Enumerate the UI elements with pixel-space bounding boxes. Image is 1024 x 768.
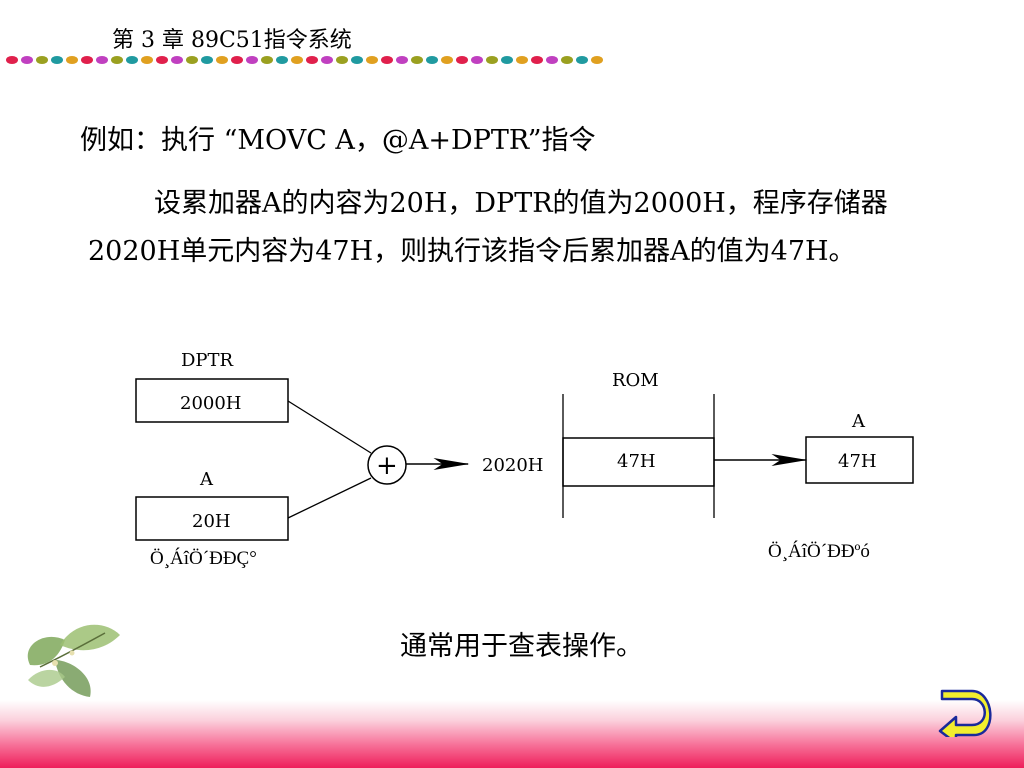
decorative-dot (441, 56, 453, 64)
decorative-dot (36, 56, 48, 64)
a-value: 20H (192, 511, 231, 532)
decorative-dot (516, 56, 528, 64)
decorative-dot (231, 56, 243, 64)
address-value: 2020H (482, 455, 544, 476)
decorative-dot (171, 56, 183, 64)
decorative-dot (96, 56, 108, 64)
decorative-dot (126, 56, 138, 64)
decorative-dot (141, 56, 153, 64)
decorative-dot (351, 56, 363, 64)
dptr-to-adder-line (287, 400, 372, 454)
explanation-paragraph: 设累加器A的内容为20H，DPTR的值为2000H，程序存储器2020H单元内容… (88, 188, 888, 267)
example-instruction-line: 例如：执行 “MOVC A，@A+DPTR”指令 (80, 125, 596, 156)
dptr-value: 2000H (180, 393, 242, 414)
decorative-dot (6, 56, 18, 64)
decorative-dot (246, 56, 258, 64)
a-result-label: A (851, 411, 866, 432)
bottom-gradient-band (0, 700, 1024, 768)
decorative-dot (381, 56, 393, 64)
a-label: A (199, 469, 214, 490)
decorative-dot (561, 56, 573, 64)
decorative-dot (66, 56, 78, 64)
chapter-title: 第 3 章 89C51指令系统 (112, 28, 352, 53)
decorative-dot (186, 56, 198, 64)
decorative-dot (81, 56, 93, 64)
decorative-dot (366, 56, 378, 64)
decorative-dot (306, 56, 318, 64)
a-result-box (805, 436, 914, 484)
decorative-dot (51, 56, 63, 64)
return-arrow-icon[interactable] (932, 685, 994, 737)
adder-circle (367, 445, 407, 485)
a-to-adder-line (287, 477, 372, 519)
decorative-dot (426, 56, 438, 64)
decorative-dot (411, 56, 423, 64)
decorative-dot (201, 56, 213, 64)
summary-text: 通常用于查表操作。 (400, 631, 643, 662)
decorative-dot (501, 56, 513, 64)
decorative-dot (486, 56, 498, 64)
dptr-label: DPTR (181, 350, 234, 371)
decorative-dot-row (6, 56, 603, 64)
decorative-dot (216, 56, 228, 64)
decorative-dot (321, 56, 333, 64)
decorative-dot (156, 56, 168, 64)
rom-cell-box (562, 437, 715, 487)
dptr-register-box (135, 378, 289, 423)
a-register-box (135, 496, 289, 541)
rom-label: ROM (612, 370, 659, 391)
decorative-dot (546, 56, 558, 64)
decorative-dot (531, 56, 543, 64)
movc-diagram: DPTR 2000H A 20H Ö¸ÁîÖ´ÐÐÇ° + 2020H ROM … (135, 350, 914, 569)
decorative-dot (396, 56, 408, 64)
decorative-dot (336, 56, 348, 64)
decorative-dot (576, 56, 588, 64)
decorative-dot (471, 56, 483, 64)
decorative-dot (111, 56, 123, 64)
decorative-dot (591, 56, 603, 64)
a-result-value: 47H (838, 451, 877, 472)
decorative-dot (21, 56, 33, 64)
decorative-dot (261, 56, 273, 64)
plus-symbol: + (376, 451, 398, 481)
before-execution-label: Ö¸ÁîÖ´ÐÐÇ° (150, 547, 257, 569)
decorative-dot (291, 56, 303, 64)
after-execution-label: Ö¸ÁîÖ´ÐÐºó (768, 540, 870, 562)
decorative-dot (276, 56, 288, 64)
leaf-decoration-icon (27, 624, 120, 697)
decorative-dot (456, 56, 468, 64)
rom-cell-value: 47H (617, 451, 656, 472)
